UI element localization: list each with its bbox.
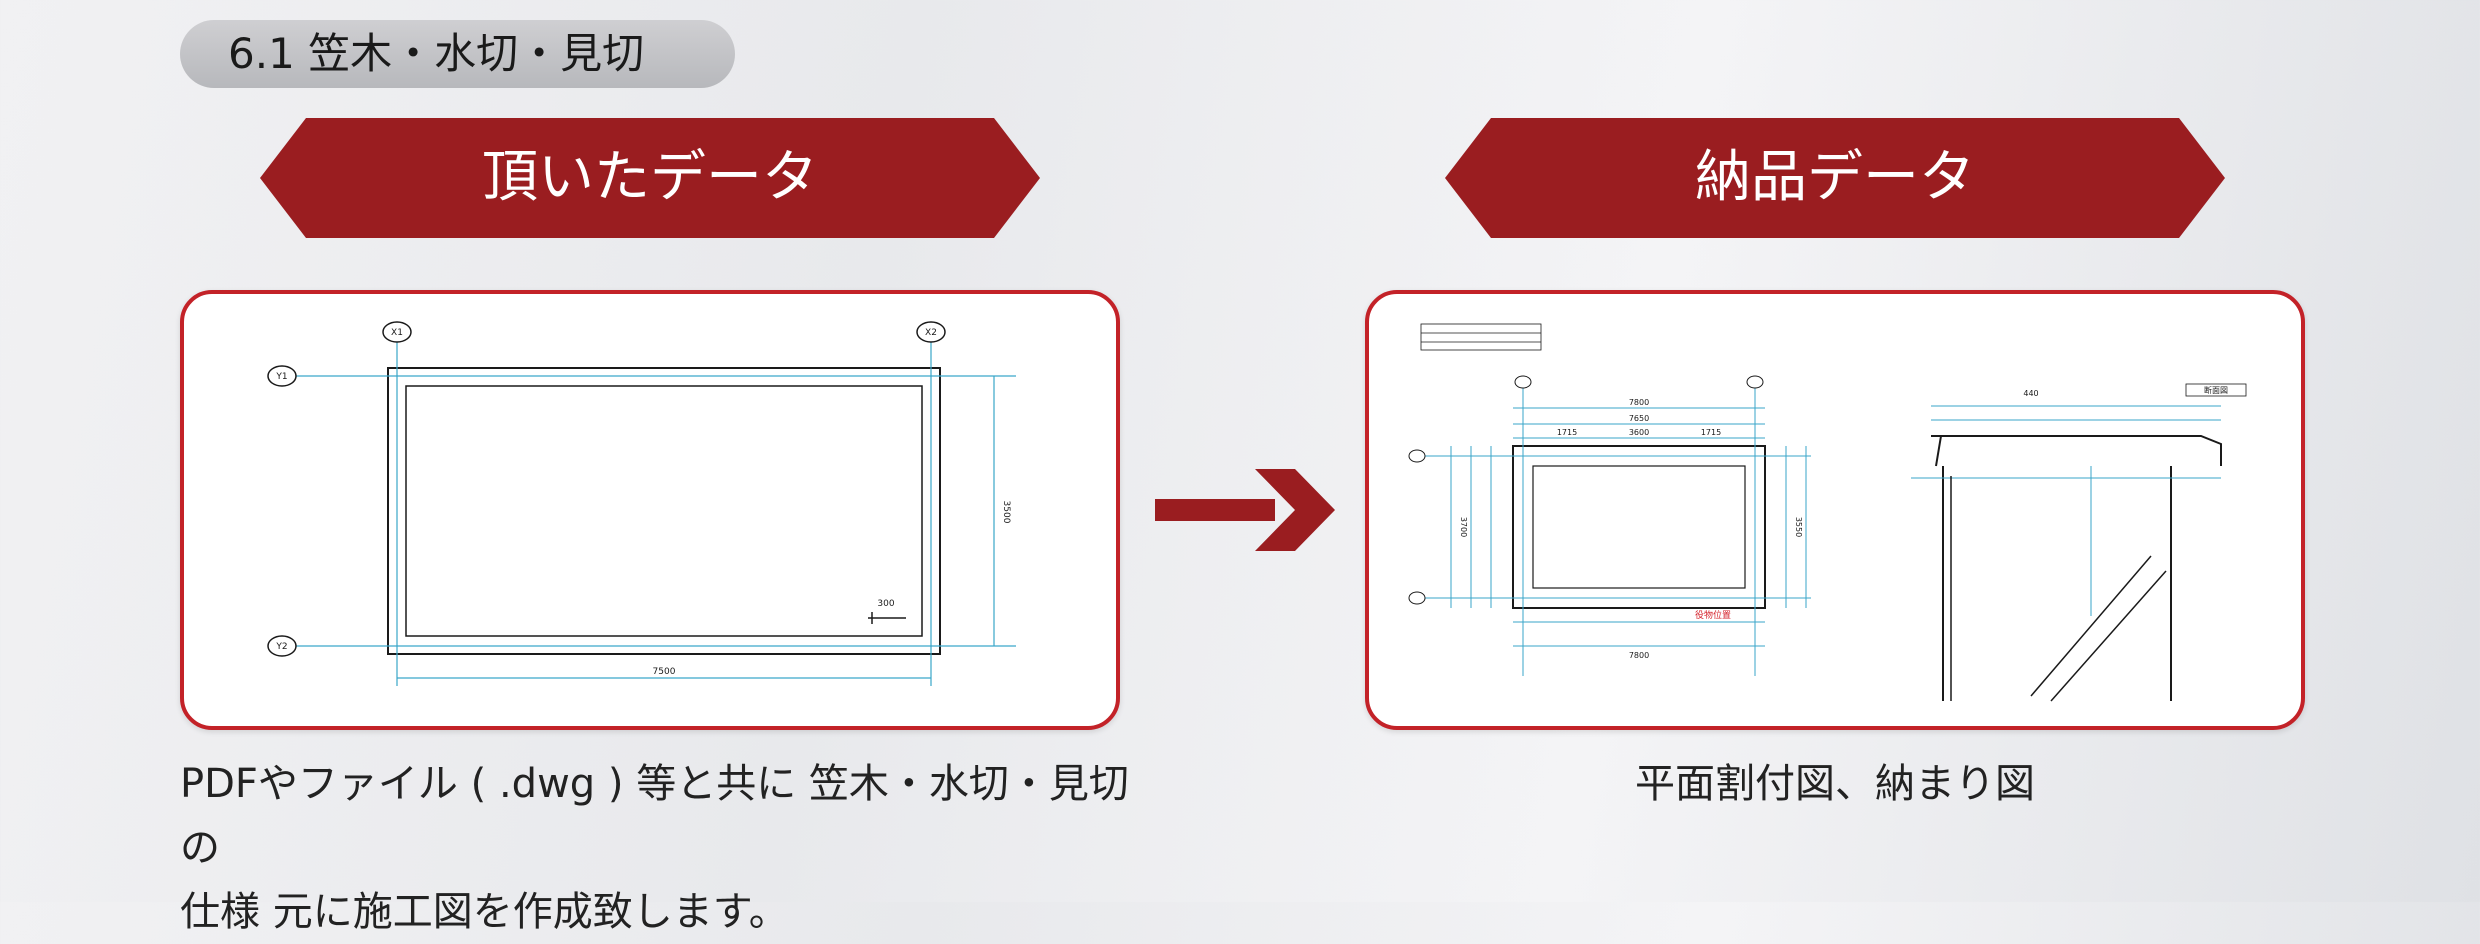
received-data-banner: 頂いたデータ: [260, 118, 1040, 238]
received-drawing: X1 X2 Y1 Y2 7500 3500 300: [206, 316, 1094, 704]
grid-y1-label: Y1: [275, 372, 287, 382]
received-data-caption: PDFやファイル ( .dwg ) 等と共に 笠木・水切・見切の 仕様 元に施工…: [180, 752, 1140, 944]
delivered-data-caption: 平面割付図、納まり図: [1635, 761, 2035, 807]
bottom-dimension: 7500: [653, 667, 676, 677]
top-inner-dimension: 7650: [1629, 414, 1649, 423]
section-label: 6.1 笠木・水切・見切: [180, 20, 735, 88]
received-caption-line-2: 仕様 元に施工図を作成致します。: [180, 889, 789, 935]
section-dimension: 440: [2023, 389, 2038, 398]
delivered-drawing: 7800 7650 1715 3600 1715 7800 3550 3700 …: [1391, 316, 2279, 704]
grid-x2-label: X2: [925, 328, 937, 338]
received-caption-line-1: PDFやファイル ( .dwg ) 等と共に 笠木・水切・見切の: [180, 761, 1129, 871]
segment-b-dimension: 3600: [1629, 428, 1649, 437]
right-arrow-icon: [1155, 469, 1335, 551]
received-drawing-panel: X1 X2 Y1 Y2 7500 3500 300: [180, 290, 1120, 730]
section-tag: 断面図: [2204, 385, 2228, 395]
right-dimension: 3500: [1001, 501, 1011, 524]
inner-frame: [405, 385, 923, 637]
plan-inner: [1532, 465, 1746, 589]
small-dimension: 300: [877, 599, 894, 609]
bottom-total-dimension: 7800: [1629, 651, 1649, 660]
coping-profile: [1931, 435, 2222, 466]
outer-frame: [387, 367, 941, 655]
right-dimension-a: 3550: [1794, 517, 1803, 537]
grid-y2-label: Y2: [275, 642, 287, 652]
segment-c-dimension: 1715: [1701, 428, 1721, 437]
grid-x1-label: X1: [391, 328, 403, 338]
delivered-data-banner: 納品データ: [1445, 118, 2225, 238]
plan-outer: [1512, 445, 1766, 609]
received-cad-drawing: X1 X2 Y1 Y2 7500 3500 300: [267, 321, 1016, 686]
top-total-dimension: 7800: [1629, 398, 1649, 407]
red-note: 役物位置: [1695, 609, 1731, 621]
right-dimension-b: 3700: [1459, 517, 1468, 537]
segment-a-dimension: 1715: [1557, 428, 1577, 437]
delivered-drawing-panel: 7800 7650 1715 3600 1715 7800 3550 3700 …: [1365, 290, 2305, 730]
delivered-cad-drawing: 7800 7650 1715 3600 1715 7800 3550 3700 …: [1408, 323, 2247, 702]
